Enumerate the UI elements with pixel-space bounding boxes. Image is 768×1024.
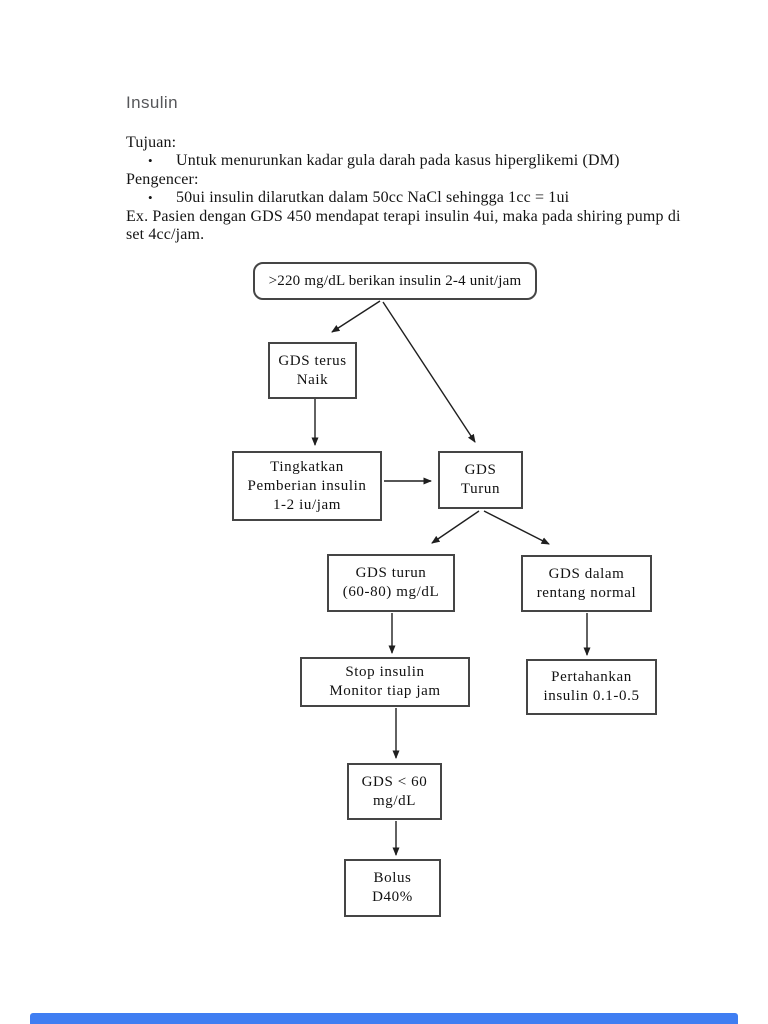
node-label-line: Pemberian insulin xyxy=(247,477,367,494)
bullet-icon: • xyxy=(148,153,153,169)
intro-bullet-tujuan: • Untuk menurunkan kadar gula darah pada… xyxy=(126,152,738,170)
node-gds-lt-60: GDS < 60 mg/dL xyxy=(347,763,442,820)
node-label-line: rentang normal xyxy=(536,584,637,601)
node-gds-turun: GDS Turun xyxy=(438,451,523,509)
node-label-line: Bolus xyxy=(373,870,412,886)
node-bolus: Bolus D40% xyxy=(344,859,441,917)
intro-bullet-tujuan-text: Untuk menurunkan kadar gula darah pada k… xyxy=(176,152,620,170)
node-start-label: >220 mg/dL berikan insulin 2-4 unit/jam xyxy=(268,272,522,289)
node-label-line: mg/dL xyxy=(373,792,416,809)
node-label-line: Tingkatkan xyxy=(270,458,344,475)
node-label-line: Naik xyxy=(296,371,329,388)
intro-text-block: Tujuan: • Untuk menurunkan kadar gula da… xyxy=(126,134,738,244)
node-gds-terus-naik: GDS terus Naik xyxy=(268,342,357,399)
node-pertahankan: Pertahankan insulin 0.1-0.5 xyxy=(526,659,657,715)
node-stop-insulin: Stop insulin Monitor tiap jam xyxy=(300,657,470,707)
page-title: Insulin xyxy=(126,93,178,112)
node-label-line: Stop insulin xyxy=(345,664,425,680)
intro-line-pengencer: Pengencer: xyxy=(126,170,199,188)
node-gds-dalam-normal: GDS dalam rentang normal xyxy=(521,555,652,612)
node-label-line: (60-80) mg/dL xyxy=(342,584,440,600)
intro-line-tujuan: Tujuan: xyxy=(126,134,177,151)
node-label-line: insulin 0.1-0.5 xyxy=(543,688,640,704)
intro-bullet-pengencer: • 50ui insulin dilarutkan dalam 50cc NaC… xyxy=(126,189,738,207)
bottom-banner-bar[interactable] xyxy=(30,1013,738,1024)
intro-bullet-pengencer-text: 50ui insulin dilarutkan dalam 50cc NaCl … xyxy=(176,189,570,207)
node-label-line: GDS xyxy=(464,462,497,478)
node-label-line: Pertahankan xyxy=(551,669,632,685)
arrow-start-to-gds-terus-naik xyxy=(331,300,381,333)
node-label-line: GDS turun xyxy=(355,565,427,581)
node-label-line: Monitor tiap jam xyxy=(329,683,441,699)
node-start: >220 mg/dL berikan insulin 2-4 unit/jam xyxy=(253,262,537,300)
arrow-gds-turun-to-gds-dalam-normal xyxy=(483,510,550,545)
arrow-gds-turun-to-gds-turun-60-80 xyxy=(431,510,480,544)
node-label-line: GDS dalam xyxy=(548,565,625,582)
node-label-line: GDS < 60 xyxy=(361,773,428,790)
node-tingkatkan: Tingkatkan Pemberian insulin 1-2 iu/jam xyxy=(232,451,382,521)
node-gds-turun-60-80: GDS turun (60-80) mg/dL xyxy=(327,554,455,612)
intro-line-example-1: Ex. Pasien dengan GDS 450 mendapat terap… xyxy=(126,207,681,225)
node-label-line: 1-2 iu/jam xyxy=(272,496,342,513)
bullet-icon: • xyxy=(148,190,153,206)
intro-line-example-2: set 4cc/jam. xyxy=(126,226,205,244)
arrow-start-to-gds-turun xyxy=(382,301,476,443)
node-label-line: GDS terus xyxy=(278,352,347,369)
node-label-line: D40% xyxy=(372,889,413,905)
node-label-line: Turun xyxy=(460,481,501,497)
